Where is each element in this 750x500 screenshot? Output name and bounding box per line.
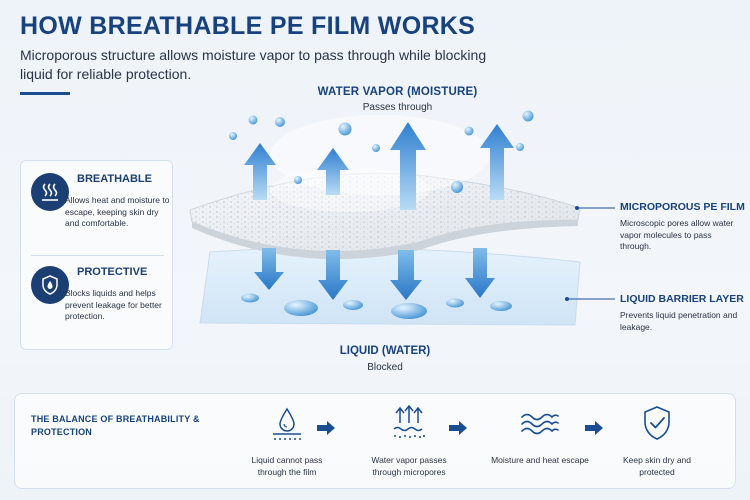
vapor-up-arrows-icon [359, 402, 459, 444]
page-subtitle: Microporous structure allows moisture va… [20, 47, 487, 82]
feature-panel: BREATHABLE Allows heat and moisture to e… [20, 160, 173, 350]
vapor-bubble [338, 122, 352, 136]
balance-step-label: Moisture and heat escape [491, 455, 589, 465]
callout-title: LIQUID BARRIER LAYER [620, 293, 744, 305]
feature-title: BREATHABLE [77, 173, 152, 185]
liquid-drop [343, 300, 363, 310]
callout-description: Prevents liquid penetration and leakage. [620, 310, 738, 332]
liquid-drop [241, 293, 259, 303]
liquid-arrow [465, 248, 495, 298]
vapor-bubble [294, 176, 302, 184]
vapor-bubble [464, 126, 474, 136]
arrow-right-icon [585, 421, 603, 435]
wind-waves-icon [490, 402, 590, 444]
feature-divider [31, 255, 164, 256]
feature-description: Blocks liquids and helps prevent leakage… [65, 288, 162, 321]
vapor-bubble [522, 110, 534, 122]
page-title: HOW BREATHABLE PE FILM WORKS [20, 12, 476, 40]
film-diagram [189, 110, 581, 326]
arrow-right-icon [449, 421, 467, 435]
balance-step-label: Keep skin dry and protected [622, 455, 692, 477]
vapor-bubble [248, 115, 258, 125]
balance-step: Moisture and heat escape [490, 402, 590, 466]
balance-step-label: Water vapor passes through micropores [371, 455, 447, 477]
arrow-right-icon [317, 421, 335, 435]
vapor-bubbles [229, 110, 534, 193]
callout-description: Microscopic pores allow water vapor mole… [620, 218, 734, 251]
liquid-drop [446, 298, 464, 308]
liquid-label: LIQUID (WATER) [339, 345, 431, 357]
vapor-arrow [480, 124, 514, 200]
callout-title: MICROPOROUS PE FILM [620, 201, 745, 213]
vapor-arrow [390, 122, 426, 210]
heat-waves-icon [31, 173, 69, 211]
balance-bar: THE BALANCE OF BREATHABILITY & PROTECTIO… [14, 393, 736, 489]
liquid-drop [284, 300, 318, 316]
vapor-label: WATER VAPOR (MOISTURE) [317, 86, 478, 98]
feature-title: PROTECTIVE [77, 266, 148, 278]
vapor-bubble [516, 143, 524, 151]
balance-step: Keep skin dry and protected [607, 402, 707, 478]
liquid-drop [391, 303, 427, 319]
shield-drop-icon [31, 266, 69, 304]
liquid-sublabel: Blocked [367, 362, 403, 373]
vapor-caption: WATER VAPOR (MOISTURE) Passes through [300, 86, 495, 113]
balance-step-label: Liquid cannot pass through the film [251, 455, 323, 477]
vapor-bubble [451, 181, 463, 193]
liquid-arrow [254, 248, 284, 290]
liquid-drop [490, 301, 512, 311]
vapor-bubble [372, 144, 380, 152]
callout-barrier: LIQUID BARRIER LAYER Prevents liquid pen… [620, 293, 745, 333]
liquid-arrow [390, 250, 422, 300]
vapor-bubble [229, 132, 237, 140]
liquid-arrows [254, 248, 495, 300]
liquid-arrow [318, 250, 348, 300]
shield-check-icon [607, 402, 707, 444]
liquid-caption: LIQUID (WATER) Blocked [310, 345, 460, 373]
callout-microporous: MICROPOROUS PE FILM Microscopic pores al… [620, 201, 745, 253]
liquid-drops [241, 293, 512, 319]
vapor-arrow [244, 143, 276, 200]
vapor-bubble [275, 117, 285, 127]
drop-on-surface-icon [237, 402, 337, 444]
title-underline [20, 92, 70, 95]
balance-step: Water vapor passes through micropores [359, 402, 459, 478]
feature-description: Allows heat and moisture to escape, keep… [65, 195, 170, 228]
vapor-sublabel: Passes through [362, 102, 433, 113]
balance-title: THE BALANCE OF BREATHABILITY & PROTECTIO… [31, 414, 200, 437]
balance-step: Liquid cannot pass through the film [237, 402, 337, 478]
vapor-arrow [317, 148, 349, 195]
vapor-arrows [244, 122, 514, 210]
